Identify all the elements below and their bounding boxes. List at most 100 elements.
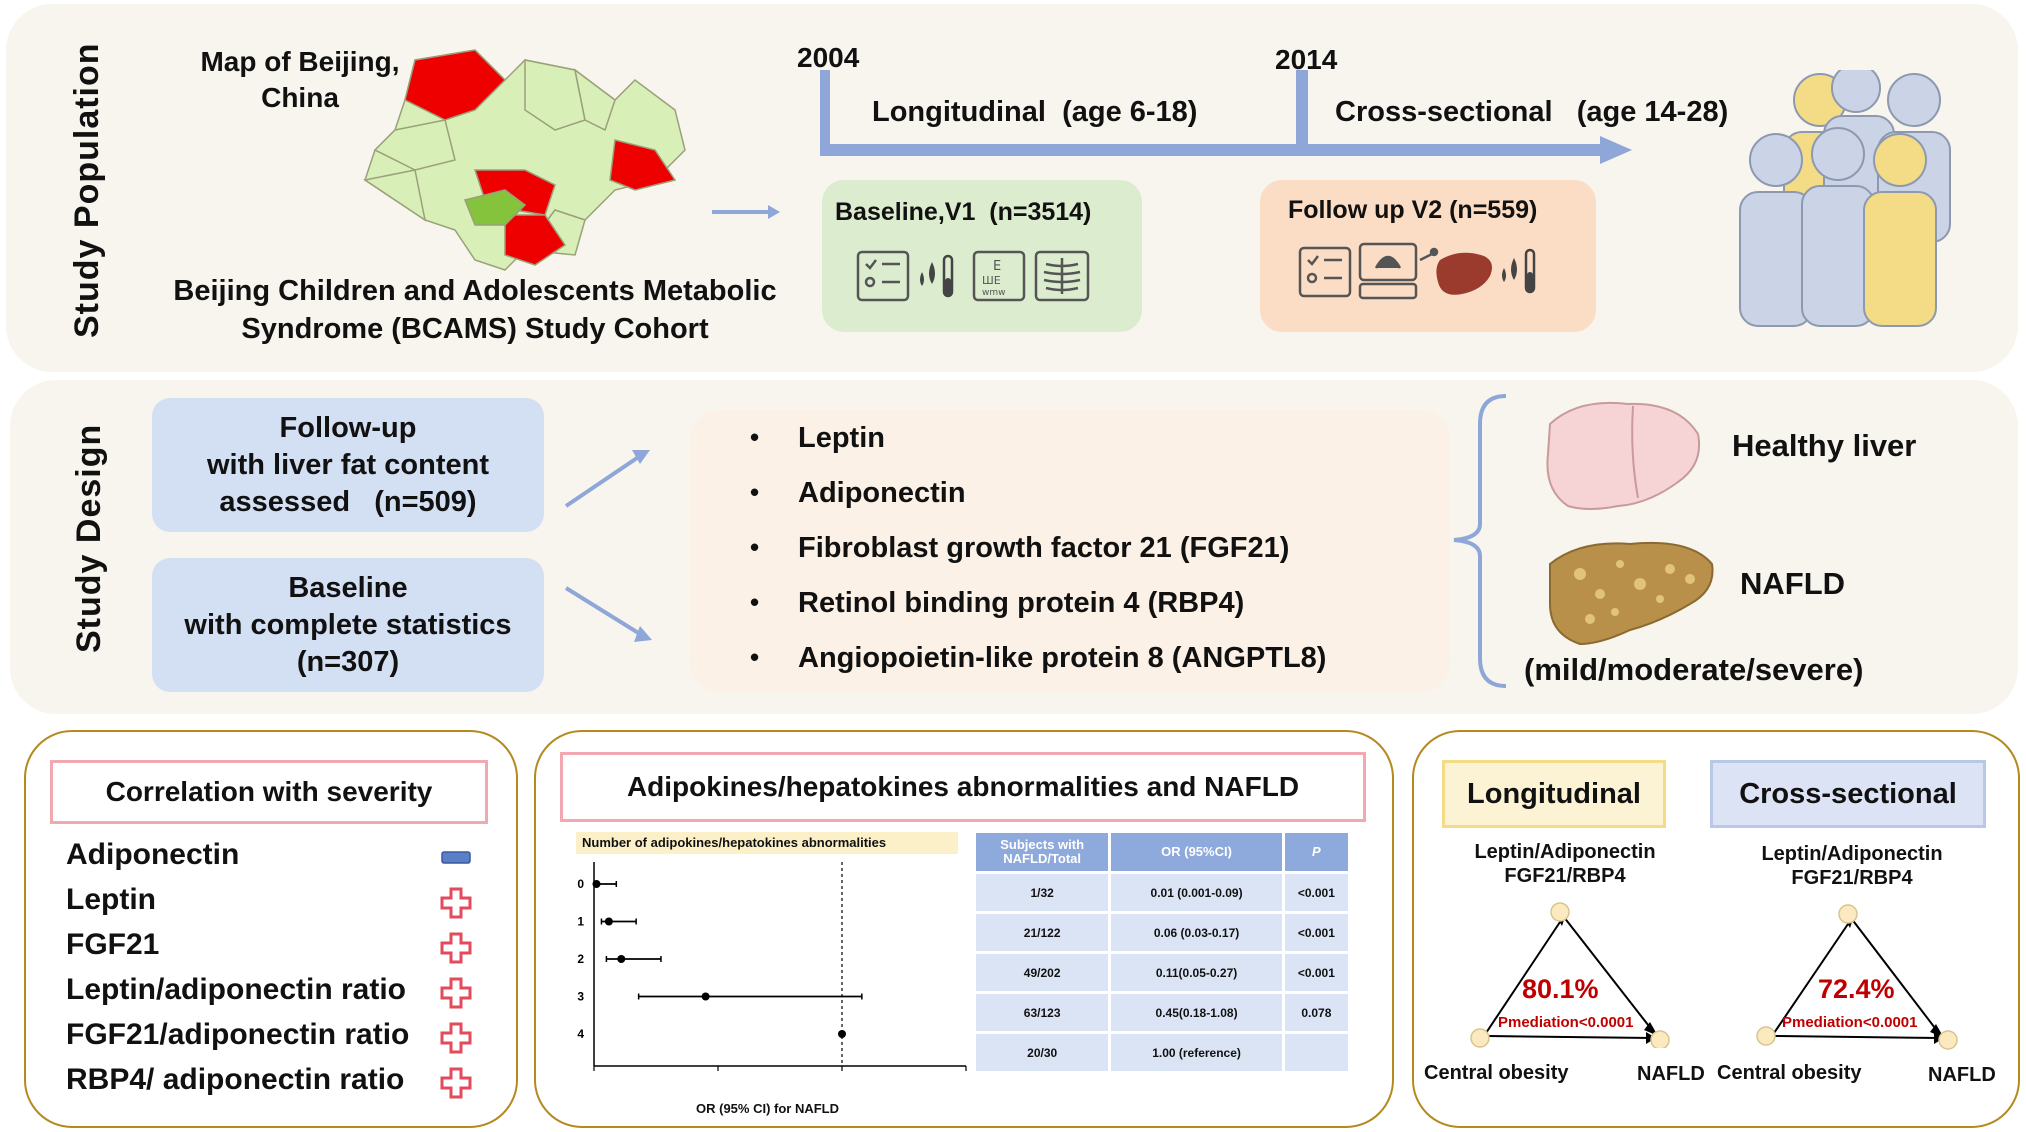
- beijing-map: [363, 49, 686, 271]
- y-tick-label: 3: [577, 990, 584, 1004]
- long-mediation-percent: 80.1%: [1522, 974, 1599, 1004]
- bullet: •: [750, 477, 760, 507]
- or-point: [617, 955, 626, 963]
- cross-mediation-triangle: [1756, 904, 1958, 1050]
- plus-icon: [440, 1022, 472, 1054]
- map-to-baseline-arrow: [712, 205, 780, 219]
- longitudinal-title: Longitudinal: [1442, 760, 1666, 828]
- cross-sectional-title: Cross-sectional: [1710, 760, 1986, 828]
- cell-p: <0.001: [1284, 954, 1348, 991]
- bullet: •: [750, 587, 760, 617]
- x-tick-label: 0.0: [586, 1075, 603, 1076]
- healthy-liver-icon: [1546, 401, 1700, 510]
- minus-icon: [441, 851, 471, 864]
- bullet: •: [750, 642, 760, 672]
- biomarker-rbp4: Retinol binding protein 4 (RBP4): [798, 587, 1245, 619]
- map-district-south: [504, 214, 567, 266]
- bullet: •: [750, 532, 760, 562]
- x-tick-label: 1.5: [958, 1075, 970, 1076]
- plus-icon: [440, 887, 472, 919]
- cell-or: 0.01 (0.001-0.09): [1111, 874, 1282, 911]
- table-header-subjects: Subjects with NAFLD/Total: [976, 833, 1109, 871]
- cross-mediation-percent: 72.4%: [1818, 974, 1895, 1004]
- cell-or: 0.45(0.18-1.08): [1111, 994, 1282, 1031]
- cross-exposure-label: Leptin/Adiponectin FGF21/RBP4: [1761, 843, 1943, 889]
- baseline-v1-label: Baseline,V1 (n=3514): [835, 198, 1092, 226]
- map-district-northwest: [404, 49, 507, 121]
- y-tick-label: 1: [577, 915, 584, 929]
- biomarker-angptl8: Angiopoietin-like protein 8 (ANGPTL8): [798, 642, 1327, 674]
- correlation-item-label: FGF21: [66, 928, 160, 961]
- cell-subjects: 21/122: [976, 914, 1109, 951]
- y-tick-label: 2: [577, 952, 584, 966]
- x-tick-label: 1.0: [834, 1075, 851, 1076]
- y-tick-label: 0: [577, 877, 584, 891]
- severity-label: (mild/moderate/severe): [1524, 652, 1864, 687]
- followup-v2-label: Follow up V2 (n=559): [1288, 196, 1538, 224]
- forest-x-label: OR (95% CI) for NAFLD: [696, 1101, 839, 1116]
- ultrasound-icon: [1358, 242, 1439, 300]
- forest-plot: 0.0 0.5 1.0 1.5 0 1 2 3 4: [577, 862, 970, 1076]
- long-exposure-label: Leptin/Adiponectin FGF21/RBP4: [1474, 841, 1656, 887]
- study-population-label: Study Population: [68, 42, 106, 338]
- y-tick-label: 4: [577, 1027, 584, 1041]
- plus-icon: [440, 932, 472, 964]
- correlation-item-label: Leptin/adiponectin ratio: [66, 973, 407, 1006]
- baseline-icons: E ШE wmw: [856, 248, 1096, 304]
- correlation-item-label: Leptin: [66, 883, 156, 916]
- or-table: Subjects with NAFLD/Total OR (95%CI) P 1…: [973, 830, 1351, 1074]
- or-point: [701, 992, 710, 1001]
- or-point: [592, 880, 601, 888]
- biomarker-panel: [690, 410, 1450, 692]
- table-header-p: P: [1284, 833, 1348, 871]
- cross-sectional-text: Cross-sectional (age 14-28): [1335, 96, 1729, 128]
- longitudinal-text: Longitudinal (age 6-18): [872, 96, 1198, 128]
- long-mediation-p: Pmediation<0.0001: [1498, 1014, 1634, 1031]
- blood-test-icon: [1502, 248, 1536, 294]
- year-2014: 2014: [1275, 44, 1338, 75]
- people-group-icon: [1739, 70, 1951, 327]
- cell-p: [1284, 1034, 1348, 1071]
- cell-p: <0.001: [1284, 874, 1348, 911]
- svg-text:wmw: wmw: [982, 288, 1006, 298]
- x-tick-label: 0.5: [710, 1075, 727, 1076]
- long-nafld: NAFLD: [1637, 1063, 1705, 1085]
- table-header-or: OR (95%CI): [1111, 833, 1282, 871]
- cohort-title: Beijing Children and Adolescents Metabol…: [173, 275, 777, 345]
- cell-subjects: 63/123: [976, 994, 1109, 1031]
- map-district-east: [609, 139, 677, 191]
- svg-text:ШE: ШE: [982, 274, 1001, 287]
- cell-or: 0.11(0.05-0.27): [1111, 954, 1282, 991]
- cross-central-obesity: Central obesity: [1717, 1062, 1862, 1084]
- plus-icon: [440, 1067, 472, 1099]
- plus-icon: [440, 977, 472, 1009]
- correlation-title: Correlation with severity: [50, 760, 488, 824]
- abnormalities-title: Adipokines/hepatokines abnormalities and…: [560, 752, 1366, 822]
- questionnaire-icon: [856, 250, 910, 302]
- outcome-bracket: [1453, 394, 1507, 688]
- timeline-arrow: [820, 70, 1632, 164]
- biomarker-fgf21: Fibroblast growth factor 21 (FGF21): [798, 532, 1290, 564]
- year-2004: 2004: [797, 42, 860, 73]
- or-point: [838, 1030, 846, 1038]
- map-district-urban: [463, 189, 527, 226]
- design-arrows: [564, 450, 652, 642]
- nafld-label: NAFLD: [1740, 566, 1846, 601]
- cell-or: 0.06 (0.03-0.17): [1111, 914, 1282, 951]
- plot-header: Number of adipokines/hepatokines abnorma…: [576, 832, 958, 854]
- liver-icon: [1436, 252, 1492, 295]
- cell-or: 1.00 (reference): [1111, 1034, 1282, 1071]
- cell-subjects: 49/202: [976, 954, 1109, 991]
- baseline-complete-box: Baseline with complete statistics (n=307…: [152, 558, 544, 692]
- svg-text:E: E: [993, 259, 1001, 274]
- blood-test-icon: [920, 254, 954, 298]
- cell-subjects: 1/32: [976, 874, 1109, 911]
- map-title: Map of Beijing, China: [200, 46, 400, 113]
- long-central-obesity: Central obesity: [1424, 1062, 1569, 1084]
- questionnaire-icon: [1298, 246, 1352, 298]
